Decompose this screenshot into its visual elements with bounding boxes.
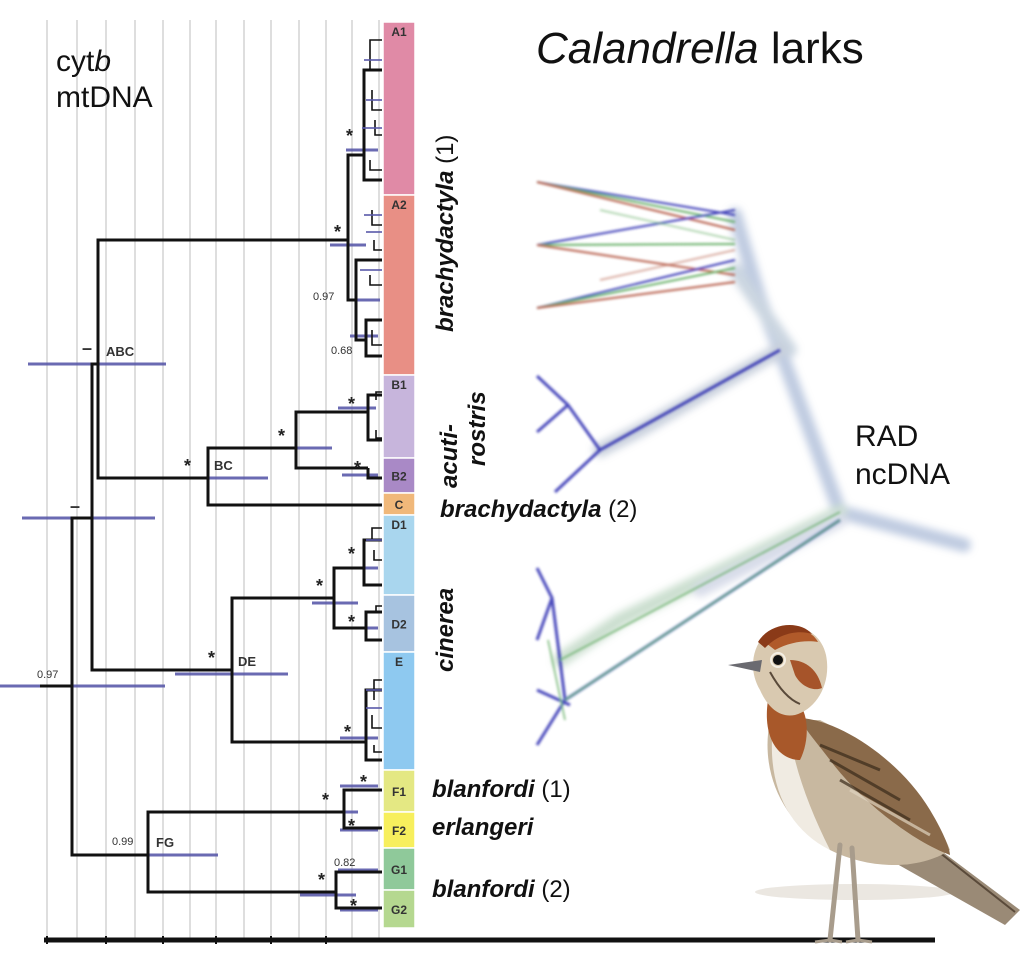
node-label-abc: ABC (106, 344, 135, 359)
clade-code-g1: G1 (391, 863, 407, 877)
support-values: 0.97 0.97 0.68 0.99 0.82 – – (37, 291, 355, 869)
species-suffix: (1) (432, 134, 459, 164)
clade-block-b2 (382, 457, 416, 494)
figure-title: Calandrella larks (536, 24, 864, 74)
rad-label: RAD ncDNA (855, 418, 950, 494)
rad-label-line1: RAD (855, 420, 919, 453)
svg-text:*: * (360, 772, 367, 792)
clade-code-a2: A2 (391, 198, 407, 212)
svg-text:*: * (348, 544, 355, 564)
clade-code-e: E (395, 655, 403, 669)
svg-text:*: * (346, 126, 353, 146)
species-name: blanfordi (432, 776, 535, 803)
node-labels: ABC BC DE FG (106, 344, 256, 850)
species-suffix: (1) (541, 776, 571, 803)
species-label-blanfordi-1: blanfordi (1) (432, 776, 571, 804)
clade-code-d1: D1 (391, 518, 407, 532)
clade-code-b2: B2 (391, 470, 407, 484)
svg-text:*: * (354, 458, 361, 478)
species-line2: rostris (464, 391, 491, 466)
rad-tree (535, 181, 971, 746)
mtdna-label-prefix: cyt (56, 45, 95, 78)
support-fg: 0.99 (112, 836, 133, 848)
clade-block-a1 (382, 21, 416, 196)
rad-label-line2: ncDNA (855, 458, 951, 491)
mtdna-label-line2: mtDNA (56, 81, 153, 114)
svg-text:*: * (344, 722, 351, 742)
clade-block-e (382, 651, 416, 771)
mtdna-tree (40, 68, 382, 910)
svg-text:*: * (348, 612, 355, 632)
svg-text:*: * (350, 896, 357, 916)
tip-hpd-ticks (360, 59, 382, 709)
svg-text:*: * (318, 870, 325, 890)
species-suffix: (2) (608, 496, 638, 523)
species-name: brachydactyla (440, 496, 602, 523)
clade-code-a1: A1 (391, 25, 407, 39)
clade-block-g1 (382, 847, 416, 891)
mtdna-label-italic: b (94, 45, 112, 78)
svg-text:*: * (208, 648, 215, 668)
mtdna-label: cytb mtDNA (56, 44, 153, 116)
tree-tips (369, 39, 382, 753)
species-name: blanfordi (432, 876, 535, 903)
svg-text:*: * (334, 222, 341, 242)
svg-text:*: * (278, 426, 285, 446)
species-suffix: (2) (541, 876, 571, 903)
title-rest: larks (770, 24, 864, 73)
clade-code-d2: D2 (391, 618, 407, 632)
support-root: 0.97 (37, 669, 58, 681)
axis-ticks (46, 936, 327, 944)
clade-block-g2 (382, 889, 416, 929)
clade-code-g2: G2 (391, 903, 407, 917)
clade-block-a2 (382, 194, 416, 376)
clade-code-b1: B1 (391, 378, 407, 392)
species-name: erlangeri (432, 814, 534, 841)
species-name: brachydactyla (432, 170, 459, 332)
support-dash-root: – (70, 496, 80, 516)
support-a2-inner: 0.97 (313, 291, 334, 303)
clade-block-b1 (382, 374, 416, 459)
clade-code-f1: F1 (392, 785, 406, 799)
support-stars: * * * * * * * * * * * * * * * * (184, 126, 367, 916)
species-label-erlangeri: erlangeri (432, 814, 533, 842)
species-label-acutirostris: acuti- rostris (436, 391, 492, 488)
species-label-cinerea: cinerea (432, 588, 460, 672)
species-name: cinerea (432, 587, 459, 672)
node-label-bc: BC (214, 458, 233, 473)
clade-code-f2: F2 (392, 824, 406, 838)
support-a2-low: 0.68 (331, 345, 352, 357)
svg-text:*: * (316, 576, 323, 596)
species-label-blanfordi-2: blanfordi (2) (432, 876, 571, 904)
svg-text:*: * (348, 816, 355, 836)
node-label-fg: FG (156, 835, 174, 850)
node-label-de: DE (238, 654, 256, 669)
support-g1: 0.82 (334, 857, 355, 869)
species-line1: acuti- (436, 423, 463, 488)
title-genus: Calandrella (536, 24, 759, 73)
support-dash-abc: – (82, 338, 92, 358)
svg-text:*: * (322, 790, 329, 810)
species-label-brachydactyla-1: brachydactyla (1) (432, 135, 460, 332)
species-label-brachydactyla-2: brachydactyla (2) (440, 496, 637, 524)
clade-code-c: C (395, 498, 404, 512)
svg-text:*: * (348, 394, 355, 414)
svg-text:*: * (184, 456, 191, 476)
lark-illustration (728, 624, 1020, 944)
